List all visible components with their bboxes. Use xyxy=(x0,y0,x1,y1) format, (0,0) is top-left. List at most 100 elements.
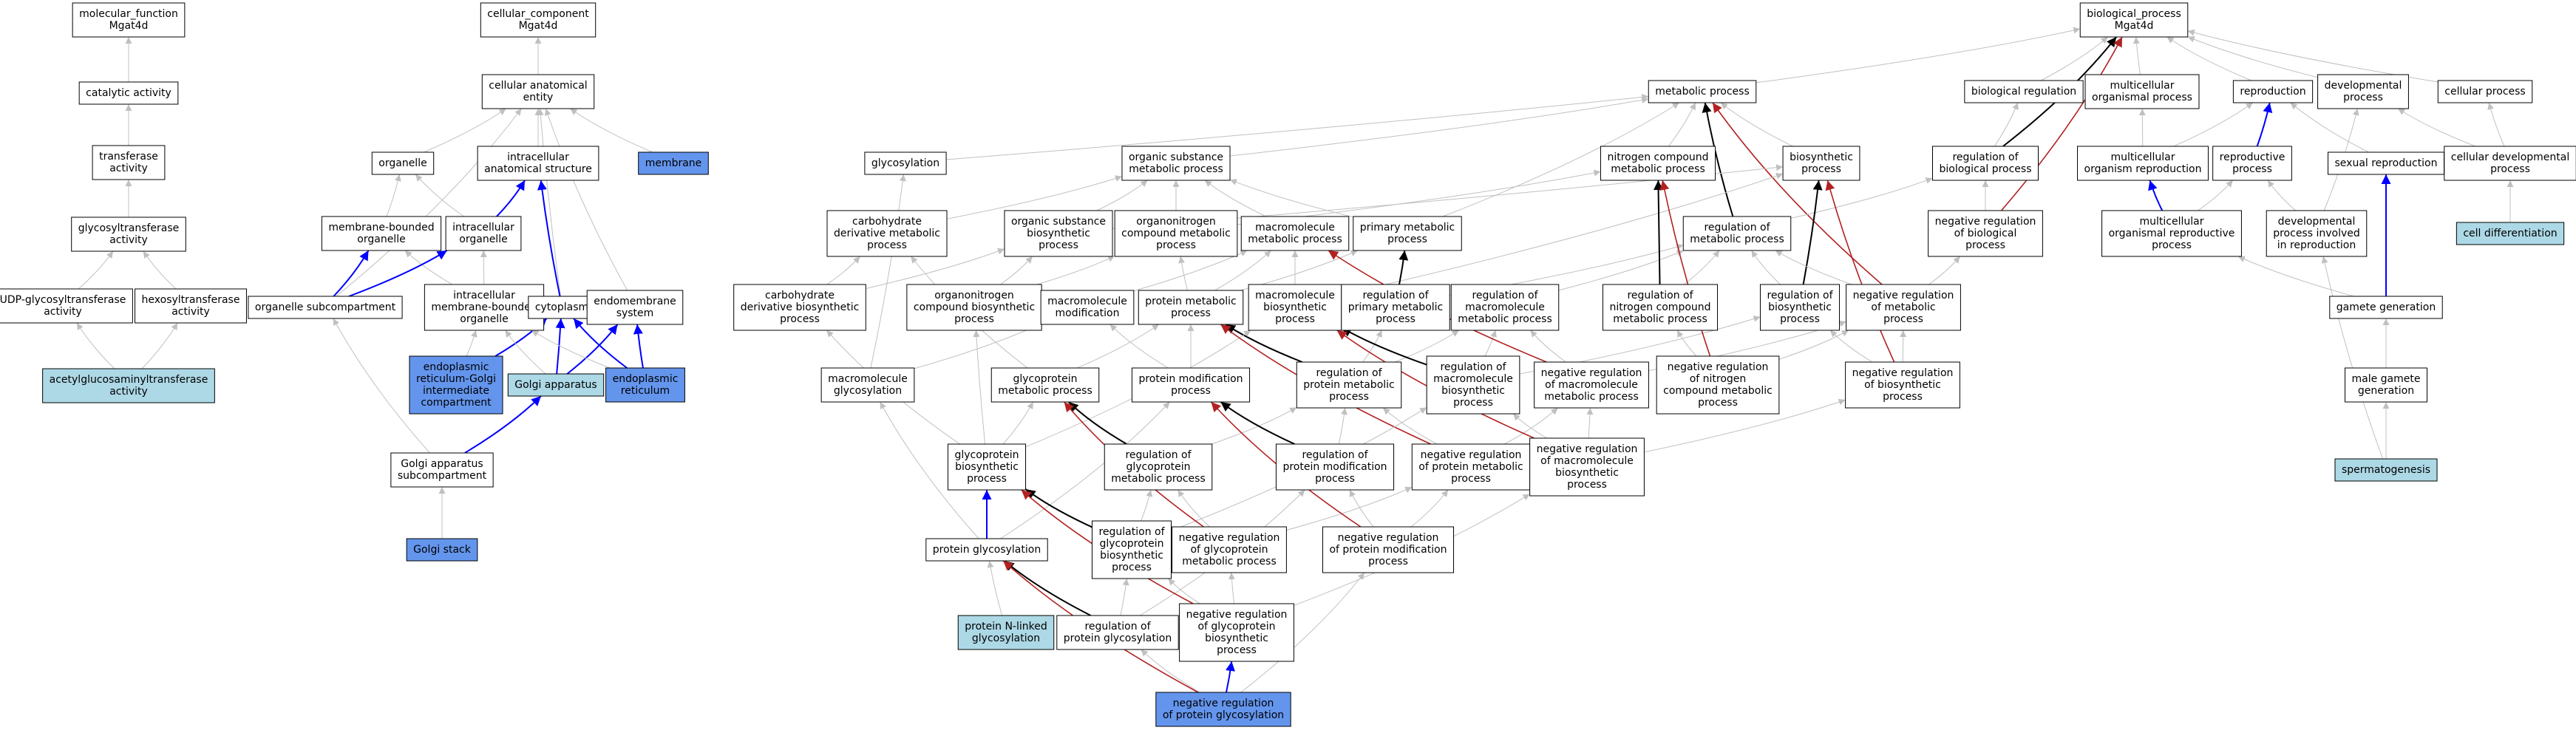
edge-gray xyxy=(1214,250,1271,291)
go-term-cat-act[interactable]: catalytic activity xyxy=(78,81,179,105)
go-term-bio-reg[interactable]: biological regulation xyxy=(1964,80,2084,103)
go-term-gamete-gen[interactable]: gamete generation xyxy=(2329,296,2443,319)
go-term-glycosylation[interactable]: glycosylation xyxy=(864,151,947,175)
term-label-line: glycoprotein xyxy=(954,449,1019,461)
go-term-cell-diff[interactable]: cell differentiation xyxy=(2456,222,2565,245)
go-term-sexual-repro[interactable]: sexual reproduction xyxy=(2328,151,2444,175)
go-term-membrane[interactable]: membrane xyxy=(638,151,709,175)
go-term-metabolic[interactable]: metabolic process xyxy=(1648,80,1757,103)
edge-regulates xyxy=(2000,36,2123,211)
go-term-reproduction[interactable]: reproduction xyxy=(2232,80,2314,103)
edge-gray xyxy=(870,174,906,369)
term-label-line: multicellular xyxy=(2111,151,2175,163)
go-term-organelle[interactable]: organelle xyxy=(371,151,435,175)
go-term-protein-glyco[interactable]: protein glycosylation xyxy=(925,538,1048,562)
edge-gray xyxy=(1229,179,1353,218)
term-label-line: protein N-linked xyxy=(965,621,1047,633)
go-term-golgi-app[interactable]: Golgi apparatus xyxy=(507,373,605,397)
go-term-cytoplasm[interactable]: cytoplasm xyxy=(528,296,596,319)
go-term-osub[interactable]: organelle subcompartment xyxy=(248,296,403,319)
go-term-reg-macro-bio[interactable]: regulation ofmacromoleculebiosyntheticpr… xyxy=(1426,355,1520,415)
edge-gray xyxy=(1002,401,1034,445)
go-term-golgi-stack[interactable]: Golgi stack xyxy=(406,538,478,562)
edge-gray xyxy=(1504,407,1558,445)
term-box xyxy=(1450,284,1560,331)
term-box xyxy=(2266,210,2368,257)
term-label-line: process xyxy=(954,313,994,325)
go-term-spermatogenesis[interactable]: spermatogenesis xyxy=(2334,458,2438,482)
term-label-line: activity xyxy=(109,163,148,174)
term-label-line: organelle xyxy=(459,233,507,245)
term-label-line: regulation of xyxy=(1098,526,1165,538)
go-term-ergic[interactable]: endoplasmicreticulum-Golgiintermediateco… xyxy=(409,355,503,415)
term-label-line: membrane-bounded xyxy=(431,301,537,313)
go-term-reg-glycoprotein-bio[interactable]: regulation ofglycoproteinbiosyntheticpro… xyxy=(1091,520,1172,579)
go-term-cellular-proc[interactable]: cellular process xyxy=(2437,80,2533,103)
term-box xyxy=(71,217,186,252)
